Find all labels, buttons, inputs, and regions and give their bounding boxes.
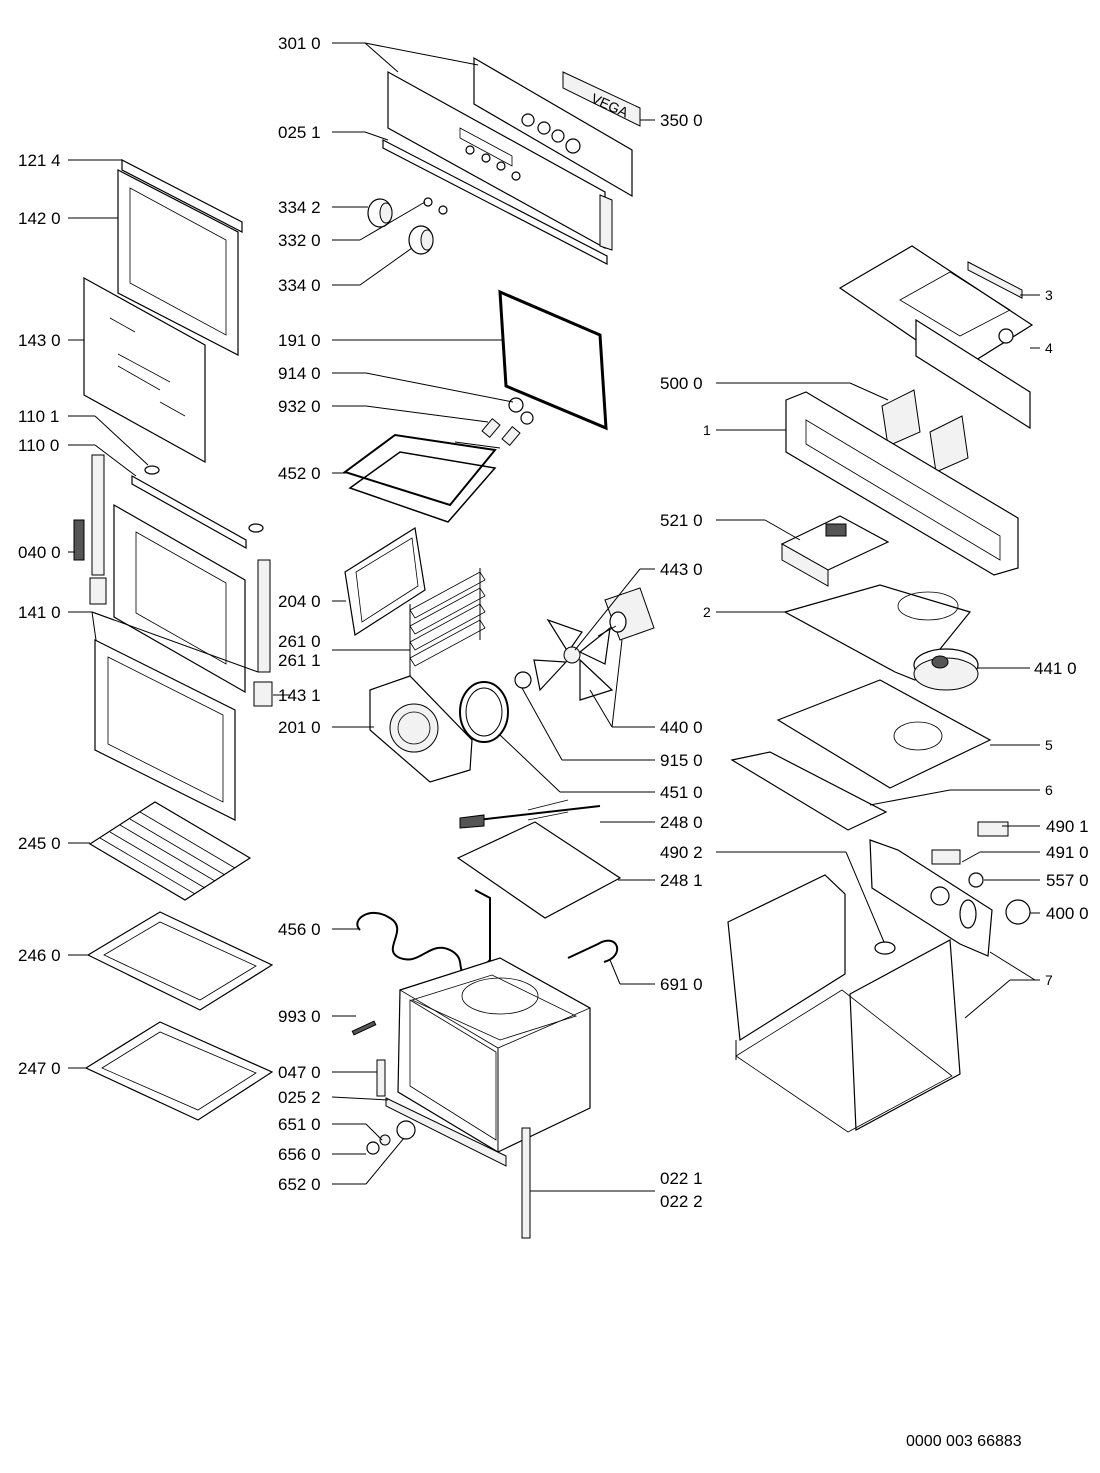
label-651-0: 651 0 bbox=[278, 1115, 321, 1134]
oven-cavity-part bbox=[397, 957, 591, 1153]
label-110-1: 110 1 bbox=[18, 407, 59, 426]
door-handle-part bbox=[131, 465, 264, 550]
fan-blade-part bbox=[533, 618, 614, 701]
rear-panel-part bbox=[869, 821, 1031, 957]
label-4: 4 bbox=[1045, 340, 1053, 356]
fan-nut-part bbox=[514, 671, 532, 689]
label-022-2: 022 2 bbox=[660, 1192, 703, 1211]
label-143-0: 143 0 bbox=[18, 331, 61, 350]
label-350-0: 350 0 bbox=[660, 111, 703, 130]
label-7: 7 bbox=[1045, 972, 1053, 988]
label-047-0: 047 0 bbox=[278, 1063, 321, 1082]
door-seal-part bbox=[498, 289, 608, 431]
label-491-0: 491 0 bbox=[1046, 843, 1089, 862]
control-board-part bbox=[780, 515, 890, 587]
bottom-heating-element-part bbox=[356, 889, 491, 977]
front-frame-part bbox=[785, 391, 1019, 576]
label-490-2: 490 2 bbox=[660, 843, 703, 862]
label-452-0: 452 0 bbox=[278, 464, 321, 483]
inner-door-panel-part bbox=[94, 639, 236, 821]
circular-heating-element-part bbox=[459, 681, 509, 743]
document-number: 0000 003 66883 bbox=[906, 1433, 1022, 1450]
label-400-0: 400 0 bbox=[1046, 904, 1089, 923]
label-490-1: 490 1 bbox=[1046, 817, 1089, 836]
label-915-0: 915 0 bbox=[660, 751, 703, 770]
bottom-plate-part bbox=[776, 679, 992, 789]
side-shelf-rail-part bbox=[409, 568, 486, 680]
part-labels: 301 0 025 1 350 0 121 4 142 0 334 2 332 … bbox=[18, 34, 1089, 1211]
label-191-0: 191 0 bbox=[278, 331, 321, 350]
label-248-0: 248 0 bbox=[660, 813, 703, 832]
label-332-0: 332 0 bbox=[278, 231, 321, 250]
label-261-1: 261 1 bbox=[278, 651, 321, 670]
label-440-0: 440 0 bbox=[660, 718, 703, 737]
label-521-0: 521 0 bbox=[660, 511, 703, 530]
label-652-0: 652 0 bbox=[278, 1175, 321, 1194]
top-heating-element-part bbox=[342, 433, 501, 523]
label-201-0: 201 0 bbox=[278, 718, 321, 737]
label-022-1: 022 1 bbox=[660, 1169, 703, 1188]
label-6: 6 bbox=[1045, 782, 1053, 798]
label-245-0: 245 0 bbox=[18, 834, 61, 853]
label-301-0: 301 0 bbox=[278, 34, 321, 53]
top-cover-part bbox=[838, 245, 1034, 430]
back-panel-cover-part bbox=[344, 527, 426, 637]
label-441-0: 441 0 bbox=[1034, 659, 1077, 678]
label-914-0: 914 0 bbox=[278, 364, 321, 383]
label-040-0: 040 0 bbox=[18, 543, 61, 562]
label-025-1: 025 1 bbox=[278, 123, 321, 142]
label-142-0: 142 0 bbox=[18, 209, 61, 228]
drain-fitting-part bbox=[351, 1020, 416, 1155]
fan-motor-part bbox=[597, 587, 655, 641]
label-451-0: 451 0 bbox=[660, 783, 703, 802]
label-656-0: 656 0 bbox=[278, 1145, 321, 1164]
label-248-1: 248 1 bbox=[660, 871, 703, 890]
baking-tray-part bbox=[86, 911, 274, 1011]
control-knob-part bbox=[367, 197, 448, 255]
cabinet-frame-part bbox=[727, 874, 961, 1133]
front-bar-part bbox=[730, 751, 888, 831]
label-261-0: 261 0 bbox=[278, 632, 321, 651]
fan-cover-part bbox=[369, 675, 473, 783]
label-334-0: 334 0 bbox=[278, 276, 321, 295]
label-334-2: 334 2 bbox=[278, 198, 321, 217]
inner-door-frame-part bbox=[113, 503, 246, 694]
label-2: 2 bbox=[703, 604, 711, 620]
lamp-part bbox=[481, 397, 534, 447]
hinge-part bbox=[376, 1059, 531, 1239]
label-247-0: 247 0 bbox=[18, 1059, 61, 1078]
control-panel-part bbox=[387, 56, 633, 251]
label-557-0: 557 0 bbox=[1046, 871, 1089, 890]
label-932-0: 932 0 bbox=[278, 397, 321, 416]
label-5: 5 bbox=[1045, 737, 1053, 753]
cooling-fan-part bbox=[913, 648, 979, 691]
label-121-4: 121 4 bbox=[18, 151, 61, 170]
label-204-0: 204 0 bbox=[278, 592, 321, 611]
label-143-1: 143 1 bbox=[278, 686, 321, 705]
label-443-0: 443 0 bbox=[660, 560, 703, 579]
switch-part bbox=[881, 389, 969, 473]
door-top-profile-part bbox=[121, 159, 243, 233]
inner-door-glass-part bbox=[83, 276, 206, 464]
leader-lines bbox=[68, 42, 1040, 1192]
trim-strip-part bbox=[382, 139, 608, 265]
label-110-0: 110 0 bbox=[18, 436, 59, 455]
label-1: 1 bbox=[703, 422, 711, 438]
roasting-tray-part bbox=[456, 821, 622, 919]
label-025-2: 025 2 bbox=[278, 1088, 321, 1107]
label-246-0: 246 0 bbox=[18, 946, 61, 965]
wire-rack-part bbox=[88, 801, 252, 901]
rotisserie-spit-part bbox=[459, 799, 601, 829]
label-3: 3 bbox=[1045, 287, 1053, 303]
drip-tray-part bbox=[84, 1021, 274, 1121]
outer-door-glass-part bbox=[117, 169, 239, 356]
label-500-0: 500 0 bbox=[660, 374, 703, 393]
label-993-0: 993 0 bbox=[278, 1007, 321, 1026]
label-691-0: 691 0 bbox=[660, 975, 703, 994]
label-456-0: 456 0 bbox=[278, 920, 321, 939]
label-141-0: 141 0 bbox=[18, 603, 61, 622]
door-hinge-part bbox=[73, 454, 273, 707]
cavity-sensor-part bbox=[567, 939, 619, 963]
